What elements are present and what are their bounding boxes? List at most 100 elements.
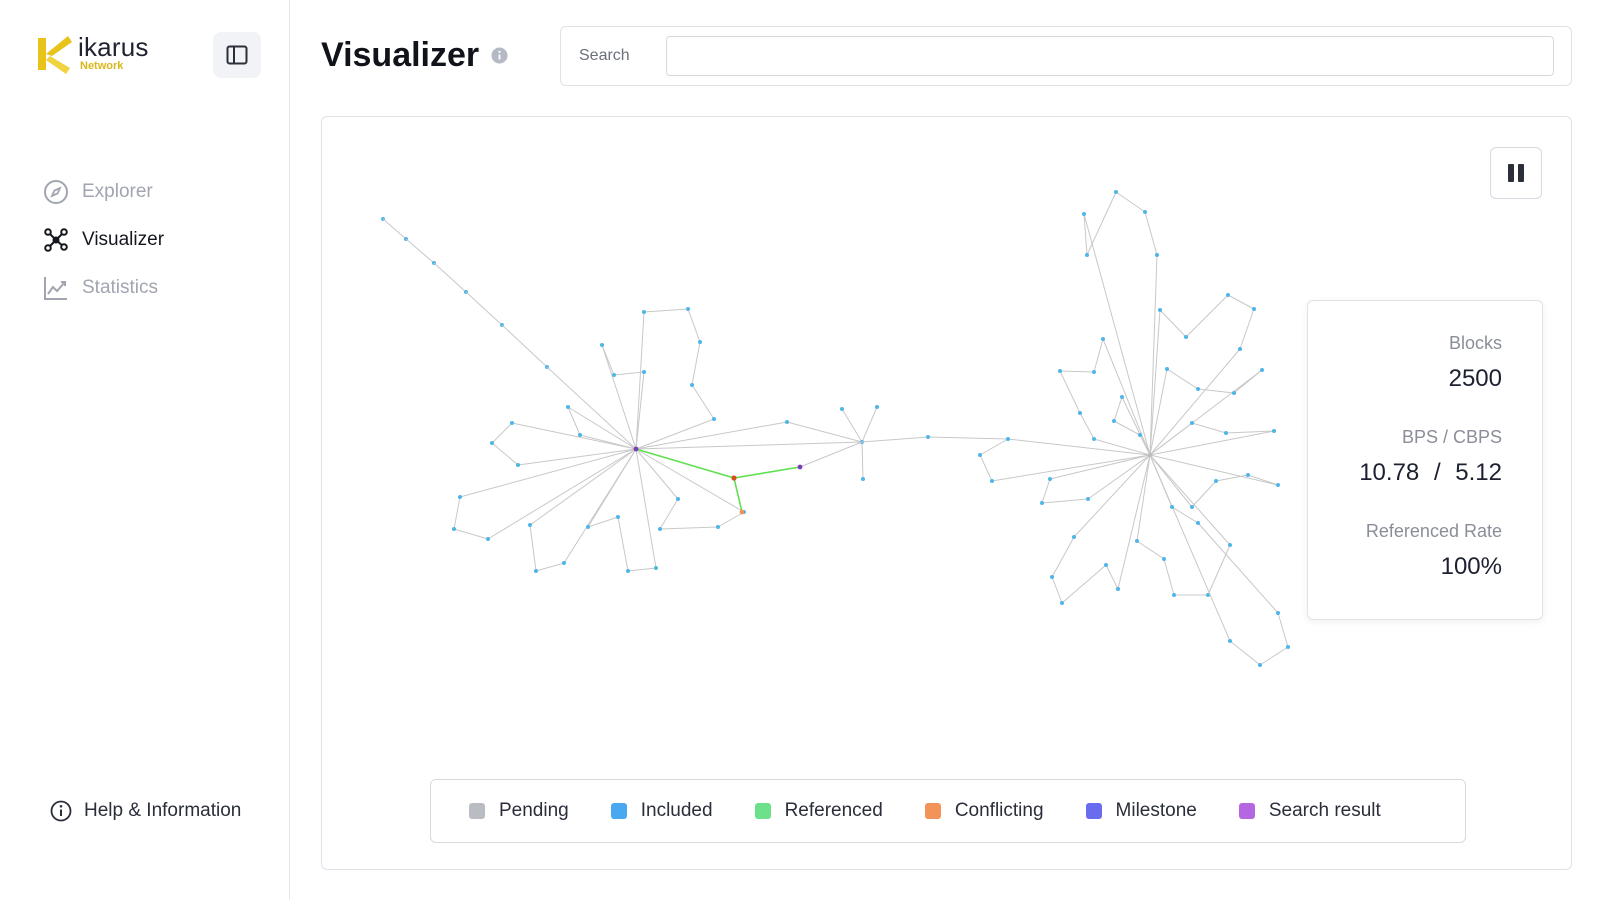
graph-node[interactable]: [1214, 479, 1218, 483]
graph-node[interactable]: [1276, 611, 1280, 615]
graph-node[interactable]: [1092, 437, 1096, 441]
graph-node[interactable]: [861, 477, 865, 481]
tangle-graph-canvas[interactable]: [322, 117, 1572, 870]
graph-node[interactable]: [1190, 421, 1194, 425]
graph-node[interactable]: [528, 523, 532, 527]
graph-node[interactable]: [516, 463, 520, 467]
graph-node[interactable]: [1104, 563, 1108, 567]
graph-node[interactable]: [1048, 477, 1052, 481]
graph-node[interactable]: [712, 417, 716, 421]
graph-node[interactable]: [1085, 253, 1089, 257]
graph-node[interactable]: [978, 453, 982, 457]
graph-node[interactable]: [1135, 539, 1139, 543]
graph-node[interactable]: [1114, 190, 1118, 194]
graph-node[interactable]: [1101, 337, 1105, 341]
graph-node[interactable]: [797, 464, 803, 470]
graph-node[interactable]: [566, 405, 570, 409]
graph-node[interactable]: [1165, 367, 1169, 371]
sidebar-item-statistics[interactable]: Statistics: [42, 264, 164, 312]
graph-node[interactable]: [1232, 391, 1236, 395]
graph-node[interactable]: [1158, 308, 1162, 312]
brand-logo[interactable]: ikarus Network: [36, 34, 149, 74]
graph-node[interactable]: [510, 421, 514, 425]
graph-node[interactable]: [654, 566, 658, 570]
graph-node[interactable]: [1155, 253, 1159, 257]
graph-node[interactable]: [926, 435, 930, 439]
graph-node[interactable]: [600, 343, 604, 347]
graph-node[interactable]: [612, 373, 616, 377]
graph-node[interactable]: [642, 310, 646, 314]
graph-node[interactable]: [1238, 347, 1242, 351]
graph-node[interactable]: [452, 527, 456, 531]
graph-node[interactable]: [1072, 535, 1076, 539]
graph-node[interactable]: [1112, 419, 1116, 423]
graph-node[interactable]: [1252, 307, 1256, 311]
graph-edge: [1059, 370, 1081, 414]
graph-node[interactable]: [1196, 521, 1200, 525]
graph-node[interactable]: [658, 527, 662, 531]
graph-node[interactable]: [785, 420, 789, 424]
sidebar-item-visualizer[interactable]: Visualizer: [42, 216, 164, 264]
graph-node[interactable]: [458, 495, 462, 499]
graph-node[interactable]: [690, 383, 694, 387]
graph-node[interactable]: [1116, 587, 1120, 591]
graph-node[interactable]: [1092, 370, 1096, 374]
graph-node[interactable]: [1040, 501, 1044, 505]
graph-node[interactable]: [578, 433, 582, 437]
graph-node[interactable]: [990, 479, 994, 483]
compass-icon: [42, 178, 70, 206]
graph-node[interactable]: [1224, 431, 1228, 435]
graph-node[interactable]: [1138, 433, 1142, 437]
graph-node[interactable]: [716, 525, 720, 529]
graph-node[interactable]: [1286, 645, 1290, 649]
help-information-link[interactable]: Help & Information: [50, 800, 241, 822]
sidebar-toggle-button[interactable]: [213, 32, 261, 78]
graph-node[interactable]: [1228, 543, 1232, 547]
graph-edge: [1215, 474, 1249, 482]
graph-node[interactable]: [1060, 601, 1064, 605]
graph-node[interactable]: [1058, 369, 1062, 373]
graph-node[interactable]: [1260, 368, 1264, 372]
graph-node[interactable]: [698, 340, 702, 344]
graph-node[interactable]: [1082, 212, 1086, 216]
graph-node[interactable]: [739, 509, 745, 515]
graph-node[interactable]: [1206, 593, 1210, 597]
graph-node[interactable]: [1170, 505, 1174, 509]
graph-node[interactable]: [1162, 557, 1166, 561]
graph-node[interactable]: [1184, 335, 1188, 339]
graph-node[interactable]: [1272, 429, 1276, 433]
graph-node[interactable]: [1258, 663, 1262, 667]
search-input[interactable]: [666, 36, 1554, 76]
graph-node[interactable]: [1086, 497, 1090, 501]
graph-node[interactable]: [626, 569, 630, 573]
graph-node[interactable]: [1006, 437, 1010, 441]
info-icon[interactable]: [491, 47, 508, 69]
graph-node[interactable]: [1078, 411, 1082, 415]
graph-node[interactable]: [1226, 293, 1230, 297]
graph-node[interactable]: [1196, 387, 1200, 391]
pause-button[interactable]: [1490, 147, 1542, 199]
graph-node[interactable]: [1120, 395, 1124, 399]
graph-node[interactable]: [840, 407, 844, 411]
graph-node[interactable]: [642, 370, 646, 374]
graph-node[interactable]: [1190, 505, 1194, 509]
graph-node[interactable]: [486, 537, 490, 541]
graph-node[interactable]: [562, 561, 566, 565]
graph-node[interactable]: [1228, 639, 1232, 643]
graph-node[interactable]: [633, 446, 639, 452]
graph-node[interactable]: [490, 441, 494, 445]
graph-node[interactable]: [1172, 593, 1176, 597]
graph-node[interactable]: [534, 569, 538, 573]
graph-node[interactable]: [1143, 210, 1147, 214]
graph-node[interactable]: [586, 525, 590, 529]
graph-node[interactable]: [676, 497, 680, 501]
graph-node[interactable]: [731, 475, 737, 481]
graph-node[interactable]: [616, 515, 620, 519]
graph-node[interactable]: [686, 307, 690, 311]
graph-node[interactable]: [1050, 575, 1054, 579]
sidebar-item-explorer[interactable]: Explorer: [42, 168, 164, 216]
graph-node[interactable]: [1148, 453, 1152, 457]
graph-node[interactable]: [875, 405, 879, 409]
graph-node[interactable]: [1246, 473, 1250, 477]
graph-node[interactable]: [1276, 483, 1280, 487]
